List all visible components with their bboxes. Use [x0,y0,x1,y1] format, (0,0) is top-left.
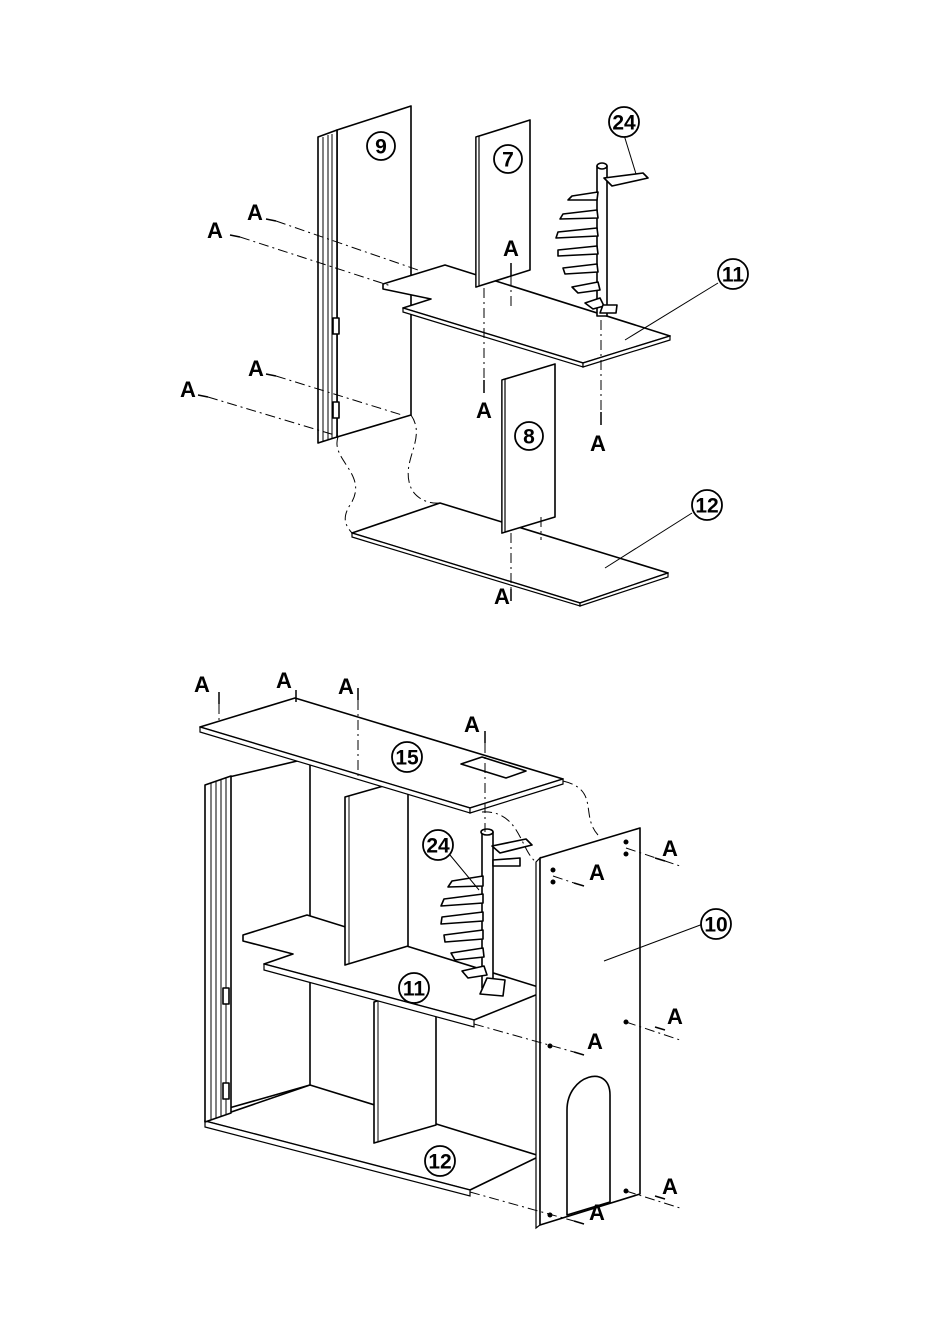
screw-label: A [589,860,605,885]
screw-label: A [194,672,210,697]
part-12-callout-bottom: 12 [425,1146,455,1176]
screw-label: A [494,584,510,609]
screw-label: A [247,200,263,225]
part-9-panel [318,106,411,443]
top-assembly-step: 9 7 24 11 8 12 A A A A A A [180,106,748,609]
part-12-number-bottom: 12 [428,1151,451,1174]
part-12-number-top: 12 [695,495,718,518]
screw-label: A [276,668,292,693]
part-10-callout: 10 [701,909,731,939]
part-24-number-top: 24 [612,112,636,135]
screw-label: A [180,377,196,402]
part-8-callout: 8 [515,422,543,450]
part-8-number: 8 [523,426,535,449]
part-7-number: 7 [502,149,514,172]
screw-label: A [662,836,678,861]
part-24-callout-top: 24 [609,107,639,137]
screw-label: A [503,236,519,261]
part-10-panel [536,828,640,1228]
part-12-callout-top: 12 [692,490,722,520]
part-9-callout: 9 [367,132,395,160]
part-24-number-bottom: 24 [426,835,450,858]
screw-label: A [662,1174,678,1199]
part-15-callout: 15 [392,742,422,772]
screw-label: A [207,218,223,243]
bottom-assembly-step: 15 24 10 11 12 A A A A A A A A A [194,668,731,1228]
part-9-number: 9 [375,136,387,159]
part-11-callout-top: 11 [718,259,748,289]
part-11-callout-bottom: 11 [399,973,429,1003]
part-24-callout-bottom: 24 [423,830,453,860]
part-10-number: 10 [704,914,727,937]
part-11-panel-top [383,265,670,367]
screw-label: A [590,431,606,456]
screw-label: A [589,1200,605,1225]
screw-label: A [464,712,480,737]
screw-label: A [587,1029,603,1054]
part-12-panel-bottom [205,1085,540,1196]
screw-label: A [248,356,264,381]
upper-divider [345,779,408,965]
left-side-wall [205,776,231,1122]
screw-label: A [338,674,354,699]
part-11-number-bottom: 11 [403,978,426,1001]
part-24-staircase-top [556,163,648,316]
screw-label: A [667,1004,683,1029]
part-15-number: 15 [395,747,419,770]
part-7-callout: 7 [494,145,522,173]
part-11-number-top: 11 [722,264,745,287]
screw-label: A [476,398,492,423]
